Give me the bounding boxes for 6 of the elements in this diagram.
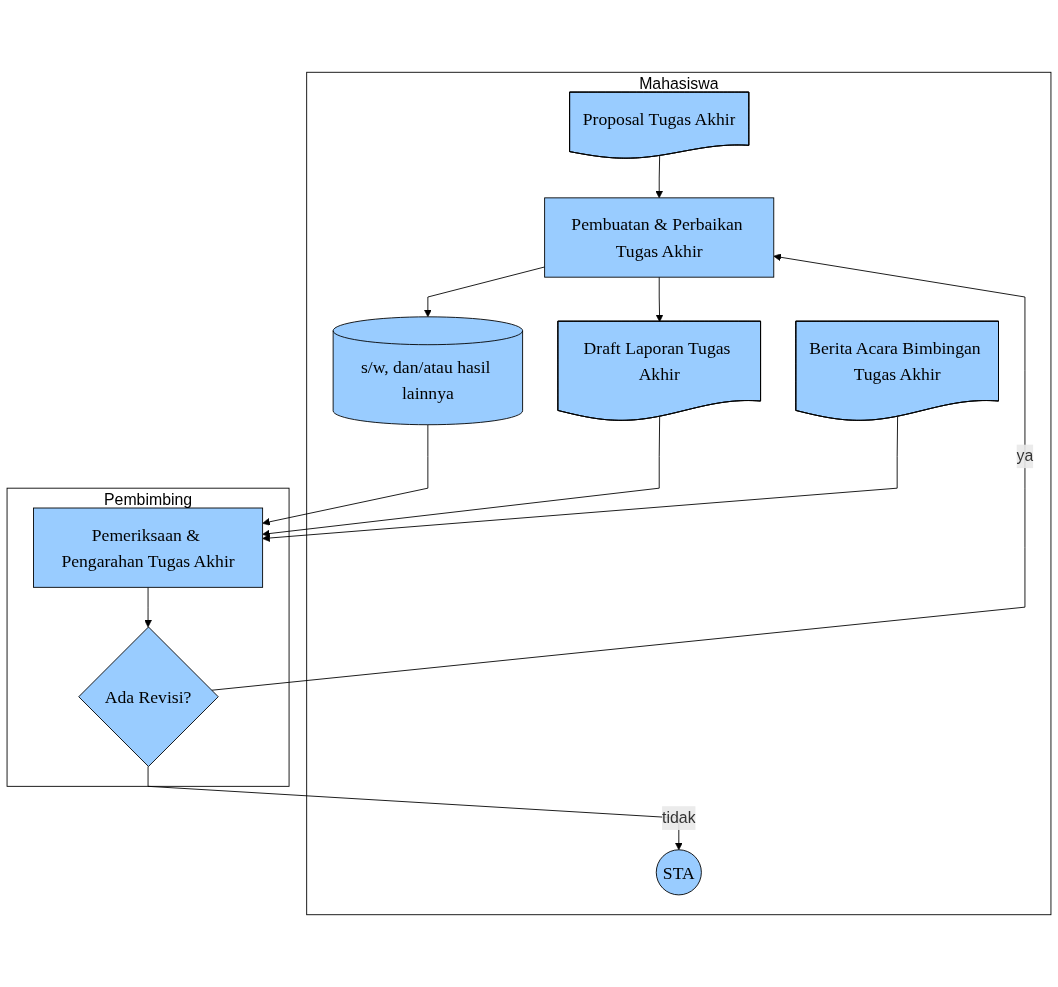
edge-label: ya (1016, 447, 1034, 465)
node-box: Pembuatan & Perbaikan Tugas Akhir (544, 197, 775, 278)
edge-label: tidak (662, 808, 696, 827)
node-diamond: Ada Revisi? (78, 626, 219, 767)
node-circle: STA (655, 849, 702, 896)
node-box: Pemeriksaan & Pengarahan Tugas Akhir (33, 507, 264, 588)
